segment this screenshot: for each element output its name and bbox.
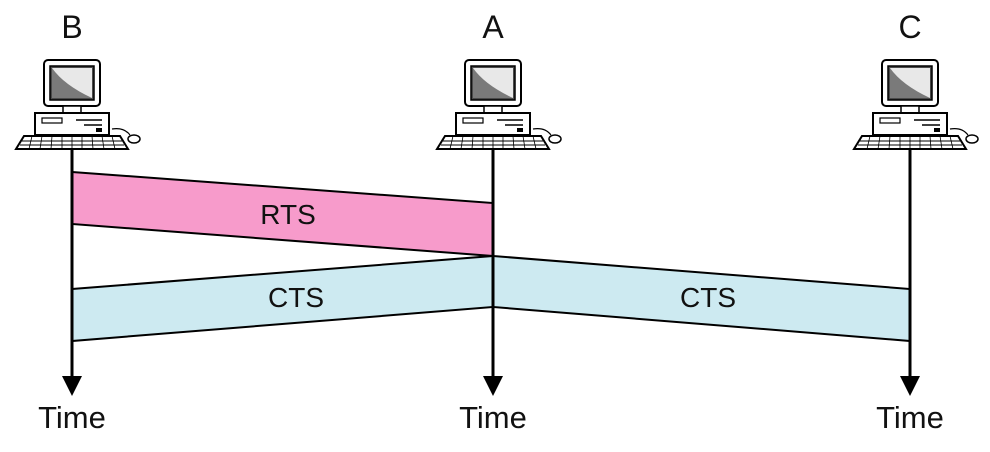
desktop-computer-icon <box>436 59 562 150</box>
cts-label-to-b: CTS <box>268 282 324 313</box>
timeline-c <box>900 150 920 396</box>
cts-label-to-c: CTS <box>680 282 736 313</box>
node-label-a: A <box>482 9 504 45</box>
node-label-b: B <box>61 9 82 45</box>
arrow-down-icon <box>483 376 503 396</box>
desktop-computer-icon <box>853 59 979 150</box>
arrow-down-icon <box>62 376 82 396</box>
time-label-a: Time <box>459 400 527 435</box>
desktop-computer-icon <box>15 59 141 150</box>
timeline-b <box>62 150 82 396</box>
arrow-down-icon <box>900 376 920 396</box>
node-label-c: C <box>898 9 921 45</box>
time-label-c: Time <box>876 400 944 435</box>
time-label-b: Time <box>38 400 106 435</box>
timeline-a <box>483 150 503 396</box>
rts-label: RTS <box>260 199 316 230</box>
